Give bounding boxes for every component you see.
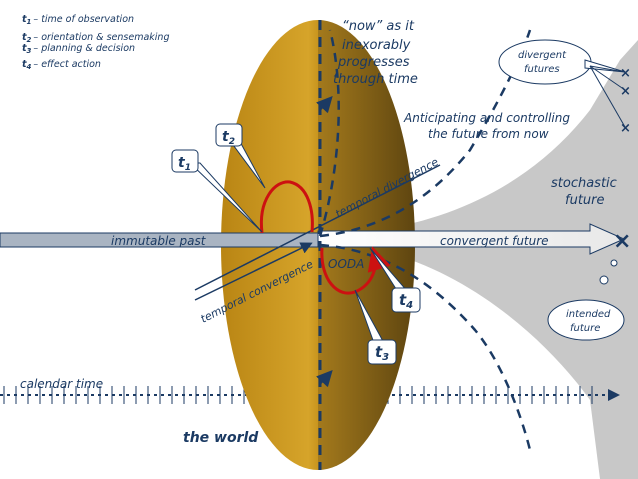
callout-t1-box: [171, 149, 199, 173]
svg-text:futures: futures: [524, 64, 560, 75]
callout-t2-box: [215, 123, 243, 147]
callout-t4-box: [391, 287, 421, 313]
divergent-x-3: ×: [620, 121, 631, 136]
svg-text:future: future: [565, 193, 605, 208]
ooda-loop-past: [259, 180, 314, 234]
svg-text:t2– orientation & sensemaking: t2– orientation & sensemaking: [22, 32, 169, 44]
the-world-label: the world: [183, 430, 259, 446]
svg-text:through time: through time: [333, 72, 418, 87]
ooda-label: OODA: [328, 257, 364, 271]
now-arrow-top: [316, 96, 333, 114]
convergent-future-label: convergent future: [440, 234, 549, 248]
intended-future-label: intended future: [566, 309, 611, 334]
anticipating-label: Anticipating and controlling the future …: [403, 111, 570, 141]
callout-t2-label: t2: [222, 129, 235, 147]
svg-text:inexorably: inexorably: [342, 38, 411, 53]
calendar-time-label: calendar time: [20, 377, 103, 391]
svg-text:t1– time of observation: t1– time of observation: [22, 14, 134, 26]
callout-t4-label: t4: [399, 291, 413, 311]
intended-x: ×: [613, 229, 631, 254]
svg-text:intended: intended: [566, 309, 611, 320]
callout-t1-label: t1: [178, 155, 191, 173]
svg-text:future: future: [570, 323, 600, 334]
svg-text:t3– planning & decision: t3– planning & decision: [22, 43, 135, 55]
divergent-x-1: ×: [620, 66, 631, 81]
callout-t3-label: t3: [375, 343, 389, 363]
intended-dot-1: [599, 275, 609, 285]
calendar-time-arrowhead: [608, 389, 620, 401]
temporal-divergence-line: [194, 164, 441, 291]
svg-text:progresses: progresses: [337, 55, 410, 70]
divergent-line-1: [589, 65, 626, 73]
immutable-past-label: immutable past: [111, 234, 207, 248]
svg-text:the future from now: the future from now: [428, 127, 549, 141]
stochastic-future-label: stochastic future: [551, 176, 617, 208]
intended-future-bubble: [547, 299, 625, 341]
svg-text:“now” as it: “now” as it: [342, 19, 415, 34]
ooda-loop-future: [320, 246, 391, 295]
intended-dot-2: [610, 259, 618, 267]
now-label: “now” as it inexorably progresses throug…: [333, 19, 418, 87]
svg-text:stochastic: stochastic: [551, 176, 617, 191]
stochastic-future-cone: [320, 40, 638, 479]
svg-text:t4– effect action: t4– effect action: [22, 59, 101, 71]
convergent-future-arrow: [317, 223, 626, 255]
callout-t3-box: [367, 339, 397, 365]
divergent-futures-bubble: [498, 39, 592, 85]
now-arrow-bottom: [316, 370, 333, 388]
divergent-line-2: [589, 65, 626, 91]
divergent-futures-label: divergent futures: [518, 50, 567, 75]
temporal-convergence-arrow: [194, 242, 313, 301]
divergent-x-2: ×: [620, 84, 631, 99]
legend: t1– time of observation t2– orientation …: [22, 14, 169, 71]
svg-text:Anticipating and controlling: Anticipating and controlling: [403, 111, 570, 125]
divergent-line-3: [589, 65, 626, 128]
svg-text:divergent: divergent: [518, 50, 567, 61]
